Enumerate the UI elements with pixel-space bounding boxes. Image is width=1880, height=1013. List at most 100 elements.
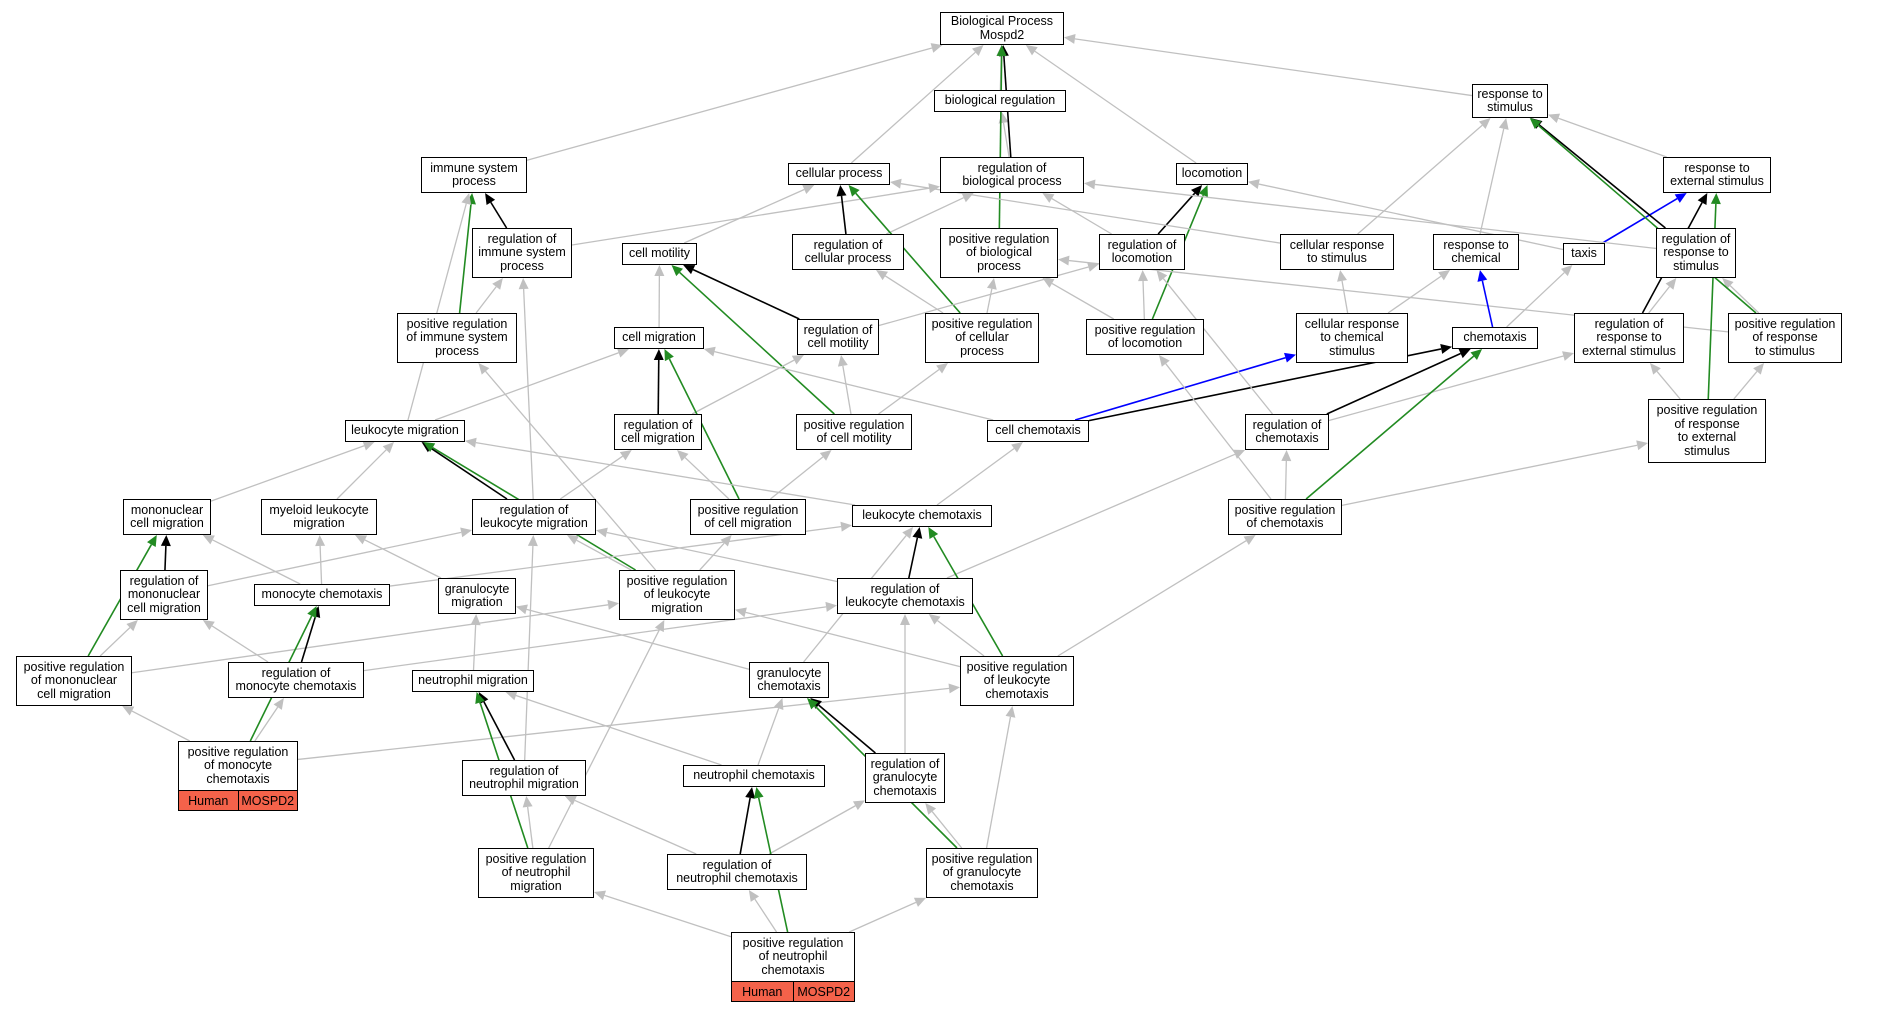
term-prlchemo[interactable]: positive regulation of leukocyte chemota… <box>960 656 1074 706</box>
term-rchemo[interactable]: regulation of chemotaxis <box>1245 414 1329 450</box>
edge-prchemo-to-prloc <box>1165 363 1272 500</box>
term-isp[interactable]: immune system process <box>421 157 527 193</box>
term-nmig[interactable]: neutrophil migration <box>412 670 534 692</box>
term-mlm[interactable]: myeloid leukocyte migration <box>261 499 377 535</box>
term-crts[interactable]: cellular response to stimulus <box>1280 234 1394 270</box>
term-crcs[interactable]: cellular response to chemical stimulus <box>1296 313 1408 363</box>
term-prrts[interactable]: positive regulation of response to stimu… <box>1728 313 1842 363</box>
edge-prgchemo-to-rgchemo <box>931 811 963 849</box>
term-rmncm[interactable]: regulation of mononuclear cell migration <box>120 570 208 620</box>
term-rcmig[interactable]: regulation of cell migration <box>614 414 702 450</box>
term-prnchemo[interactable]: positive regulation of neutrophil chemot… <box>731 932 855 982</box>
edge-risp-to-isp <box>490 201 508 229</box>
edge-prcmot-to-cmot <box>679 271 835 415</box>
edge-arrowhead <box>1232 449 1246 459</box>
edge-lchemo-to-lmig <box>475 442 856 506</box>
term-rtes[interactable]: response to external stimulus <box>1663 157 1771 193</box>
term-prnmig[interactable]: positive regulation of neutrophil migrat… <box>478 848 594 898</box>
term-prgchemo[interactable]: positive regulation of granulocyte chemo… <box>926 848 1038 898</box>
edge-arrowhead <box>1438 270 1451 281</box>
term-rtc[interactable]: response to chemical <box>1433 234 1519 270</box>
edge-arrowhead <box>1337 270 1347 282</box>
edge-arrowhead <box>518 278 529 290</box>
edge-arrowhead <box>1665 278 1677 290</box>
term-prcmot[interactable]: positive regulation of cell motility <box>796 414 912 450</box>
term-rcmot[interactable]: regulation of cell motility <box>797 319 879 355</box>
edge-arrowhead <box>807 698 819 710</box>
edge-prcp-to-rcp <box>884 275 944 314</box>
edge-rbp-to-br <box>1002 122 1010 158</box>
edge-loc-to-bp <box>1034 50 1197 164</box>
edge-arrowhead <box>1064 33 1076 44</box>
term-prlmig[interactable]: positive regulation of leukocyte migrati… <box>619 570 735 620</box>
term-risp[interactable]: regulation of immune system process <box>472 228 572 278</box>
term-prcmig[interactable]: positive regulation of cell migration <box>690 499 806 535</box>
term-rcp[interactable]: regulation of cellular process <box>792 234 904 270</box>
term-bp[interactable]: Biological Process Mospd2 <box>940 12 1064 45</box>
edge-rnmig-to-nmig <box>483 701 516 761</box>
edge-rmncm-to-mncm <box>164 545 167 571</box>
edge-rmchemo-to-rmncm <box>211 625 269 663</box>
term-prmchemo[interactable]: positive regulation of monocyte chemotax… <box>178 741 298 791</box>
term-rloc[interactable]: regulation of locomotion <box>1099 234 1185 270</box>
term-prbp[interactable]: positive regulation of biological proces… <box>940 228 1058 278</box>
edge-arrowhead <box>382 442 394 454</box>
edge-arrowhead <box>478 363 490 375</box>
term-rts[interactable]: response to stimulus <box>1472 84 1548 118</box>
term-rlchemo[interactable]: regulation of leukocyte chemotaxis <box>837 578 973 614</box>
term-mchemo[interactable]: monocyte chemotaxis <box>254 584 390 606</box>
edge-crts-to-rts <box>1357 124 1483 235</box>
term-nchemo[interactable]: neutrophil chemotaxis <box>683 765 825 787</box>
term-rrtes[interactable]: regulation of response to external stimu… <box>1574 313 1684 363</box>
edge-nchemo-to-nmig <box>515 694 722 766</box>
term-chemo[interactable]: chemotaxis <box>1452 327 1538 349</box>
term-rbp[interactable]: regulation of biological process <box>940 157 1084 193</box>
term-prcp[interactable]: positive regulation of cellular process <box>925 313 1039 363</box>
term-cchemo[interactable]: cell chemotaxis <box>987 420 1089 442</box>
term-cmot[interactable]: cell motility <box>622 243 697 265</box>
edge-arrowhead <box>936 363 948 374</box>
term-loc[interactable]: locomotion <box>1176 163 1248 185</box>
term-lmig[interactable]: leukocyte migration <box>345 420 465 442</box>
edge-arrowhead <box>745 787 756 799</box>
term-rnchemo[interactable]: regulation of neutrophil chemotaxis <box>667 854 807 890</box>
term-prmncm[interactable]: positive regulation of mononuclear cell … <box>16 656 132 706</box>
term-rlmig[interactable]: regulation of leukocyte migration <box>472 499 596 535</box>
edge-prloc-to-rloc <box>1142 280 1146 320</box>
term-cp[interactable]: cellular process <box>788 163 890 185</box>
species-label: Human <box>742 984 783 999</box>
term-prisp[interactable]: positive regulation of immune system pro… <box>397 313 517 363</box>
edge-arrowhead <box>928 614 941 625</box>
edge-arrowhead <box>1710 193 1721 205</box>
term-gchemo[interactable]: granulocyte chemotaxis <box>749 662 829 698</box>
term-gmig[interactable]: granulocyte migration <box>438 578 516 614</box>
edge-arrowhead <box>1674 193 1687 203</box>
term-prloc[interactable]: positive regulation of locomotion <box>1086 319 1204 355</box>
edge-arrowhead <box>607 599 619 610</box>
edge-cchemo-to-crcs <box>1074 356 1286 421</box>
edge-nchemo-to-gchemo <box>757 708 780 766</box>
edge-arrowhead <box>930 43 943 53</box>
term-prrtes[interactable]: positive regulation of response to exter… <box>1648 399 1766 463</box>
term-rgchemo[interactable]: regulation of granulocyte chemotaxis <box>865 753 945 803</box>
term-cmig[interactable]: cell migration <box>614 327 704 349</box>
edge-rtes-to-rts <box>1558 117 1667 158</box>
term-rmchemo[interactable]: regulation of monocyte chemotaxis <box>228 662 364 698</box>
edge-arrowhead <box>840 521 852 532</box>
edge-rnchemo-to-rnmig <box>574 799 697 855</box>
edge-arrowhead <box>677 450 689 462</box>
edge-arrowhead <box>900 614 910 625</box>
edge-mchemo-to-mncm <box>212 539 301 585</box>
edge-arrowhead <box>1138 270 1149 282</box>
edge-prlchemo-to-prchemo <box>1057 540 1247 657</box>
edge-rmncm-to-rlmig <box>207 531 462 587</box>
edge-prlchemo-to-prlmig <box>745 611 961 668</box>
term-rnmig[interactable]: regulation of neutrophil migration <box>462 760 586 796</box>
term-mncm[interactable]: mononuclear cell migration <box>123 499 211 535</box>
term-taxis[interactable]: taxis <box>1563 243 1605 265</box>
term-lchemo[interactable]: leukocyte chemotaxis <box>852 505 992 527</box>
term-rrts[interactable]: regulation of response to stimulus <box>1656 228 1736 278</box>
term-prchemo[interactable]: positive regulation of chemotaxis <box>1228 499 1342 535</box>
edge-arrowhead <box>1198 185 1208 198</box>
term-br[interactable]: biological regulation <box>934 90 1066 112</box>
